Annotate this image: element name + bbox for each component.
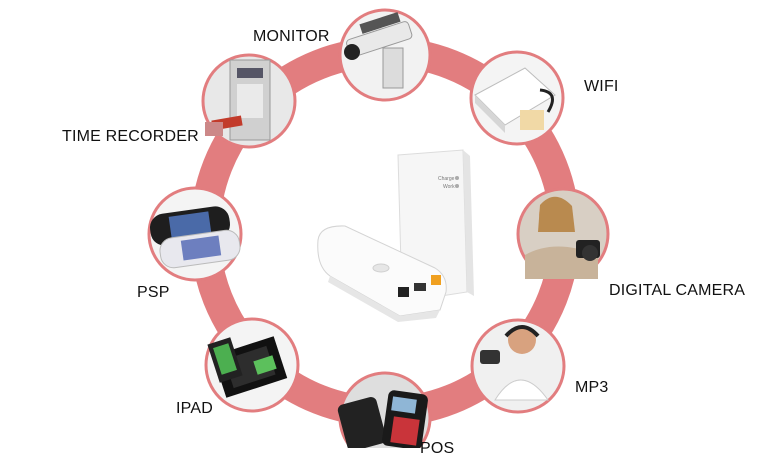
dc-port-icon bbox=[398, 287, 409, 297]
charge-indicator-label: Charge bbox=[438, 176, 455, 182]
ipad-label: IPAD bbox=[176, 400, 213, 417]
time-recorder-circle bbox=[201, 53, 297, 149]
time-clock-keypad-icon bbox=[205, 59, 271, 141]
digital-camera-circle bbox=[516, 187, 610, 281]
mp3-circle bbox=[470, 318, 566, 414]
person-with-camera-icon bbox=[525, 196, 600, 279]
tablet-phone-icon bbox=[207, 336, 288, 398]
ipad-circle bbox=[204, 317, 300, 413]
diagram-canvas: Charge Work bbox=[147, 8, 610, 448]
pos-circle bbox=[337, 371, 432, 448]
mp3-label: MP3 bbox=[575, 379, 609, 396]
power-bank-product: Charge Work bbox=[317, 149, 474, 322]
charge-led-icon bbox=[455, 176, 459, 180]
time-recorder-label: TIME RECORDER bbox=[62, 128, 199, 145]
pos-label: POS bbox=[420, 440, 455, 457]
usb-port-icon bbox=[414, 283, 426, 291]
cctv-camera-icon bbox=[344, 12, 413, 89]
usb-port-orange-icon bbox=[431, 275, 441, 285]
psp-circle bbox=[147, 186, 243, 282]
wifi-circle bbox=[469, 50, 565, 146]
monitor-circle bbox=[338, 8, 432, 102]
monitor-label: MONITOR bbox=[253, 28, 330, 45]
psp-label: PSP bbox=[137, 284, 170, 301]
person-with-headphones-icon bbox=[480, 325, 549, 401]
pos-terminal-icon bbox=[337, 390, 428, 448]
digital-camera-label: DIGITAL CAMERA bbox=[609, 282, 746, 299]
power-button-icon bbox=[372, 263, 390, 273]
wifi-label: WIFI bbox=[584, 78, 619, 95]
work-indicator-label: Work bbox=[443, 184, 455, 190]
work-led-icon bbox=[455, 184, 459, 188]
wifi-router-icon bbox=[474, 67, 556, 133]
psp-console-icon bbox=[149, 206, 241, 269]
